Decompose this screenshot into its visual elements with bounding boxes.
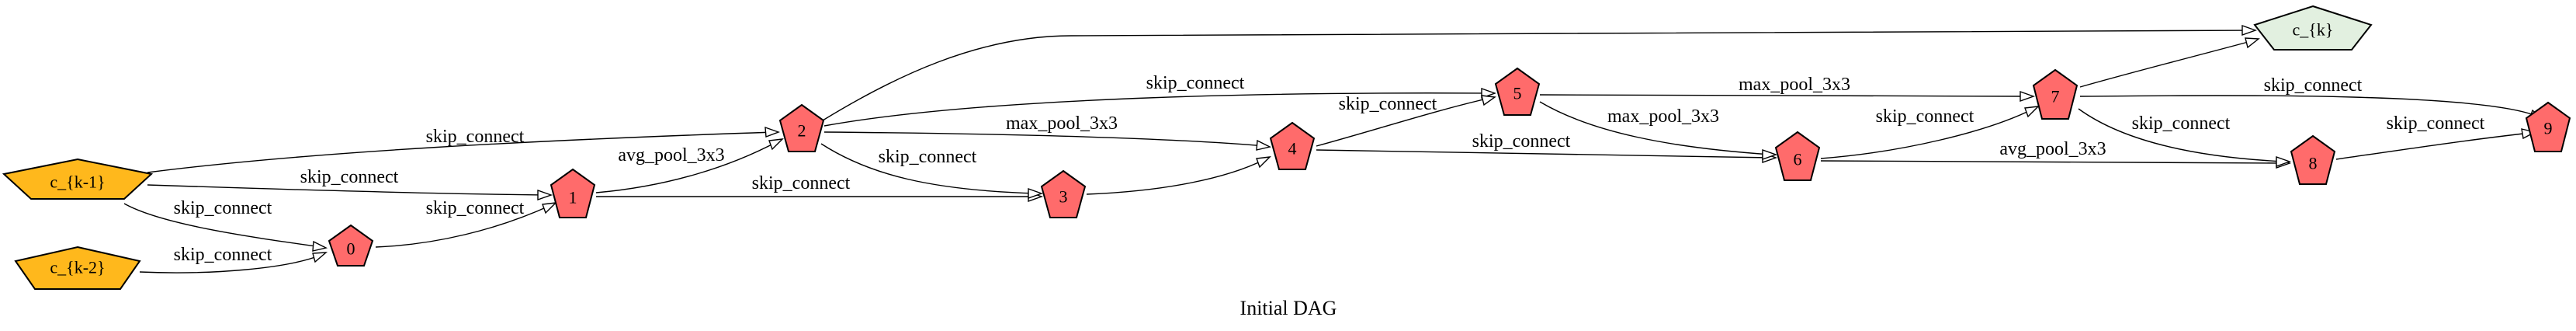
edge-label: avg_pool_3x3	[1999, 139, 2106, 159]
edge-label: max_pool_3x3	[1739, 75, 1850, 95]
edge-label: skip_connect	[879, 147, 977, 167]
node-label: 6	[1794, 150, 1802, 169]
pentagon-shape	[1774, 131, 1821, 181]
node-ck[interactable]: c_{k}	[2253, 5, 2373, 51]
node-label: c_{k}	[2293, 20, 2334, 40]
pentagon-shape	[2525, 101, 2571, 152]
node-label: 5	[1513, 84, 1522, 103]
edge-n4-n5: skip_connect	[1316, 94, 1496, 147]
edge-label: skip_connect	[2387, 113, 2485, 134]
edge-n2-n5: skip_connect	[823, 73, 1497, 127]
edge-n6-n8: avg_pool_3x3	[1820, 139, 2292, 169]
edge-n6-n7: skip_connect	[1820, 106, 2040, 159]
diagram-caption: Initial DAG	[1240, 297, 1337, 319]
edge-label: max_pool_3x3	[1607, 106, 1719, 127]
edge-n5-n7: max_pool_3x3	[1539, 75, 2036, 102]
node-4[interactable]: 4	[1269, 121, 1316, 170]
pentagon-shape	[550, 168, 596, 218]
pentagon-shape	[2032, 68, 2078, 120]
node-label: 1	[569, 188, 577, 207]
node-2[interactable]: 2	[778, 103, 825, 152]
pentagon-shape	[2, 158, 154, 200]
node-3[interactable]: 3	[1040, 169, 1087, 218]
edge-label: skip_connect	[300, 167, 399, 187]
node-7[interactable]: 7	[2032, 68, 2078, 120]
node-0[interactable]: 0	[328, 224, 374, 267]
edge-n8-n9: skip_connect	[2335, 113, 2536, 160]
edge-label: skip_connect	[426, 198, 525, 218]
edge-n7-n8: skip_connect	[2078, 108, 2292, 167]
node-label: 8	[2309, 154, 2318, 173]
edge-ck1-n2: skip_connect	[147, 126, 781, 173]
edge-label: skip_connect	[1146, 73, 1245, 93]
edge-ck1-n1: skip_connect	[147, 167, 553, 200]
edge-n7-n9: skip_connect	[2079, 75, 2544, 120]
node-label: 9	[2544, 119, 2553, 138]
edge-label: avg_pool_3x3	[618, 145, 724, 166]
edge-label: skip_connect	[2264, 75, 2363, 96]
pentagon-shape	[1040, 169, 1087, 218]
edge-label: skip_connect	[174, 198, 272, 218]
pentagon-shape	[2290, 134, 2336, 185]
node-6[interactable]: 6	[1774, 131, 1821, 181]
pentagon-shape	[328, 224, 374, 267]
node-8[interactable]: 8	[2290, 134, 2336, 185]
node-label: 3	[1059, 187, 1068, 207]
node-label: c_{k-2}	[50, 258, 105, 277]
edge-n5-n6: max_pool_3x3	[1539, 101, 1778, 160]
edge-label: skip_connect	[174, 245, 272, 265]
node-label: 7	[2051, 87, 2060, 106]
edge-label: skip_connect	[1876, 106, 1974, 127]
node-ck1[interactable]: c_{k-1}	[2, 158, 154, 200]
node-ck2[interactable]: c_{k-2}	[14, 246, 141, 290]
edge-n2-n3: skip_connect	[820, 143, 1044, 199]
edge-n0-n1: skip_connect	[375, 198, 557, 248]
edge-label: skip_connect	[752, 173, 851, 193]
pentagon-shape	[778, 103, 825, 152]
node-5[interactable]: 5	[1494, 67, 1541, 116]
edge-n1-n2: avg_pool_3x3	[595, 138, 784, 193]
node-label: 0	[347, 239, 355, 259]
node-label: c_{k-1}	[50, 172, 105, 192]
pentagon-shape	[14, 246, 141, 290]
edge-label: skip_connect	[426, 127, 525, 147]
edge-n3-n4	[1086, 156, 1271, 195]
pentagon-shape	[2253, 5, 2373, 51]
node-label: 4	[1288, 139, 1297, 159]
edge-n1-n3: skip_connect	[596, 173, 1044, 202]
edge-n2-n4: max_pool_3x3	[823, 113, 1272, 151]
edge-ck1-n0: skip_connect	[123, 198, 328, 252]
node-1[interactable]: 1	[550, 168, 596, 218]
edge-label: max_pool_3x3	[1006, 113, 1118, 134]
pentagon-shape	[1269, 121, 1316, 170]
edge-label: skip_connect	[1472, 131, 1571, 152]
edge-label: skip_connect	[1339, 94, 1437, 114]
edge-n7-ck	[2079, 37, 2260, 88]
node-9[interactable]: 9	[2525, 101, 2571, 152]
edge-n4-n6: skip_connect	[1316, 131, 1778, 163]
node-label: 2	[798, 121, 806, 141]
pentagon-shape	[1494, 67, 1541, 116]
edge-label: skip_connect	[2132, 113, 2231, 134]
edge-ck2-n0: skip_connect	[139, 245, 328, 274]
